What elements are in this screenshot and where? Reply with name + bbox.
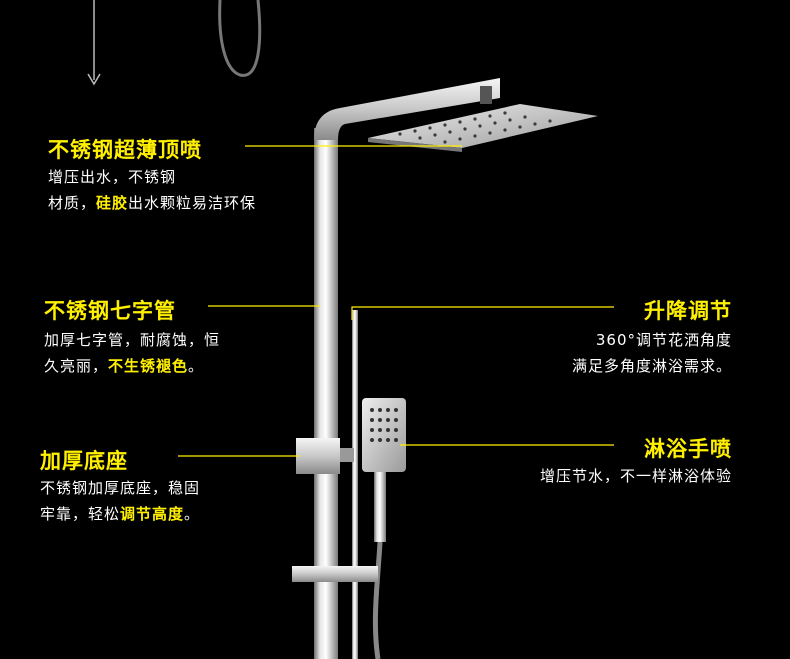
rain-shower-head bbox=[368, 104, 598, 152]
hose-top bbox=[218, 0, 262, 77]
feature-title-pipe: 不锈钢七字管 bbox=[44, 299, 176, 323]
feature-desc-lift-line2: 满足多角度淋浴需求。 bbox=[571, 357, 732, 375]
slider-holder bbox=[292, 566, 378, 582]
base-bracket bbox=[296, 438, 354, 474]
arrow-down-icon bbox=[87, 0, 101, 86]
feature-title-lift: 升降调节 bbox=[644, 299, 732, 323]
feature-desc-lift-line1: 360°调节花洒角度 bbox=[595, 331, 732, 349]
hand-shower bbox=[362, 398, 406, 542]
feature-desc-rain-shower-line1: 增压出水，不锈钢 bbox=[48, 168, 177, 186]
feature-desc-base-line2: 牢靠，轻松调节高度。 bbox=[40, 505, 201, 523]
feature-desc-rain-shower-line2: 材质，硅胶出水颗粒易洁环保 bbox=[48, 194, 257, 212]
feature-desc-hand-shower-line1: 增压节水，不一样淋浴体验 bbox=[539, 467, 732, 485]
feature-title-base: 加厚底座 bbox=[40, 449, 128, 473]
feature-desc-base-line1: 不锈钢加厚底座，稳固 bbox=[40, 479, 201, 497]
feature-title-rain-shower: 不锈钢超薄顶喷 bbox=[48, 138, 202, 162]
slide-bar bbox=[352, 310, 358, 659]
feature-desc-pipe-line2: 久亮丽，不生锈褪色。 bbox=[44, 357, 205, 375]
callout-lines bbox=[178, 145, 614, 457]
feature-title-hand-shower: 淋浴手喷 bbox=[644, 437, 732, 461]
hose bbox=[372, 541, 383, 659]
feature-desc-pipe-line1: 加厚七字管，耐腐蚀，恒 bbox=[44, 331, 221, 349]
